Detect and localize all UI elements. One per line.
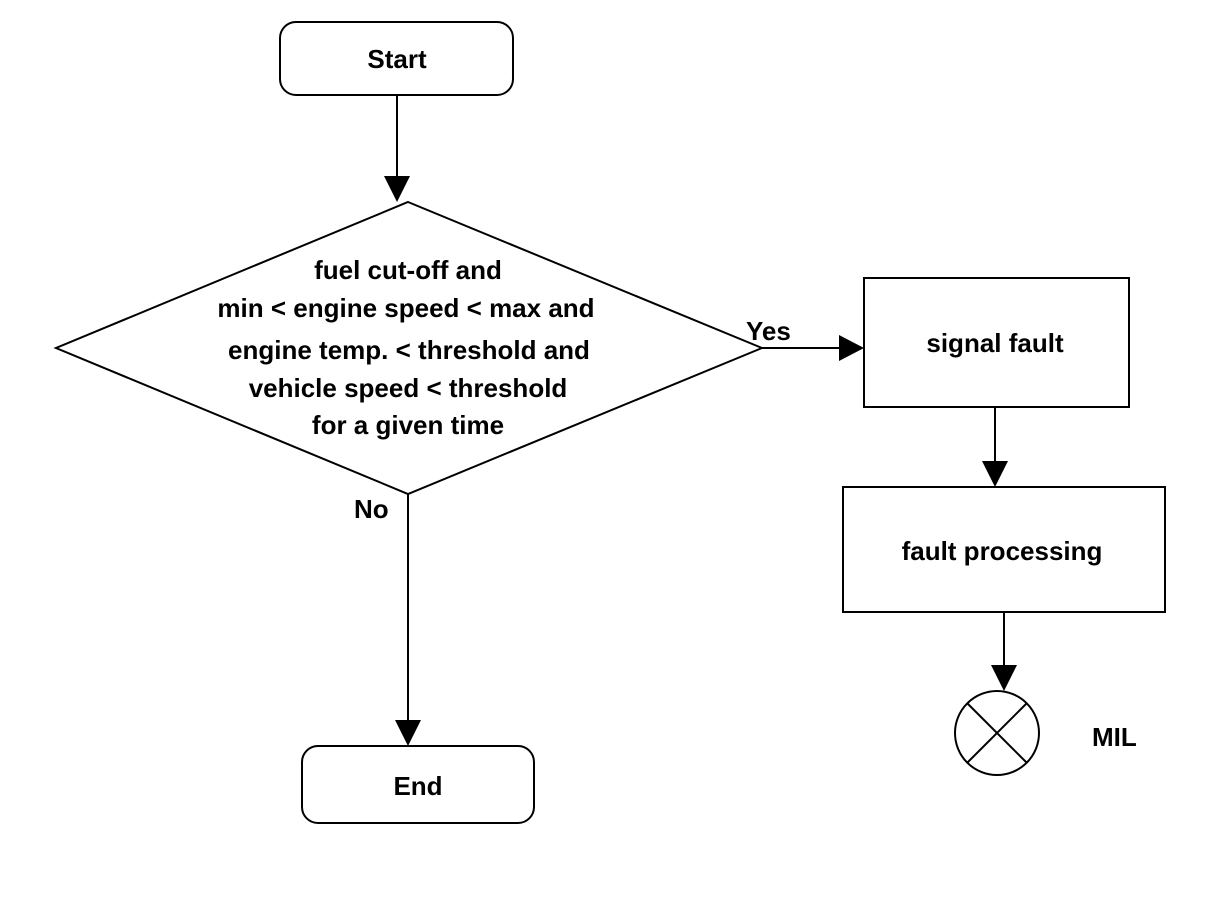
decision-line-4: vehicle speed < threshold (249, 373, 568, 403)
signal-fault-label: signal fault (926, 328, 1064, 358)
decision-line-3: engine temp. < threshold and (228, 335, 590, 365)
decision-line-1: fuel cut-off and (314, 255, 502, 285)
decision-line-2: min < engine speed < max and (217, 293, 594, 323)
mil-label: MIL (1092, 722, 1137, 752)
decision-line-5: for a given time (312, 410, 504, 440)
fault-processing-node (842, 486, 1166, 613)
fault-processing-label: fault processing (902, 536, 1103, 566)
mil-lamp-cross-b (966, 702, 1028, 764)
yes-label: Yes (746, 316, 791, 346)
arrowhead-processing-to-mil (991, 665, 1017, 691)
no-label: No (354, 494, 389, 524)
arrowhead-decision-yes (839, 335, 864, 361)
end-node (301, 745, 535, 824)
signal-fault-node (863, 277, 1130, 408)
arrowhead-signal-to-processing (982, 461, 1008, 487)
arrowhead-start-to-decision (384, 176, 410, 202)
start-label: Start (367, 44, 427, 74)
arrowhead-decision-no (395, 720, 421, 746)
end-label: End (393, 771, 442, 801)
